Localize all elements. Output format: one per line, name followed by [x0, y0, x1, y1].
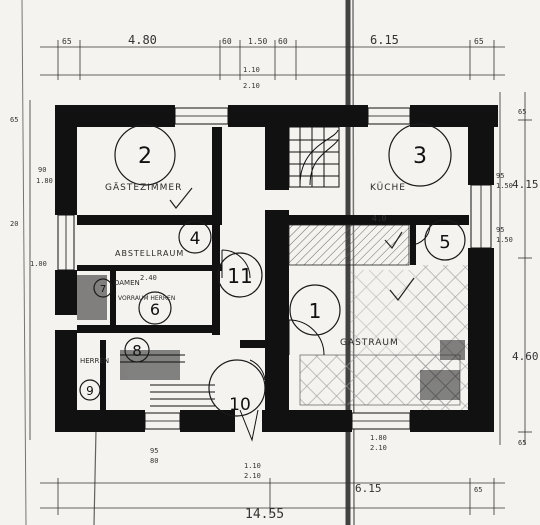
room-2-circle	[114, 124, 176, 186]
room-number: 4	[190, 229, 201, 249]
room-name: GASTRAUM	[340, 338, 399, 348]
room-numbers: 2 3 4 5 6 7 8 9 10 11 1	[86, 144, 451, 415]
room-name: DAMEN	[114, 279, 140, 287]
room-number: 3	[413, 144, 427, 169]
room-number: 7	[100, 284, 106, 295]
outer-walls	[55, 105, 498, 432]
dimension-label: 2.10	[370, 444, 387, 452]
dimension-label: 4.0	[372, 214, 387, 223]
dimension-label: 60	[222, 37, 232, 46]
room-4-circle	[178, 220, 212, 254]
dimension-label: 4.60	[512, 350, 539, 363]
room-11-circle	[217, 252, 263, 298]
dimension-label: 2.10	[244, 472, 261, 480]
doors	[221, 224, 431, 442]
room-number: 2	[138, 144, 152, 169]
dimension-labels: 65 4.80 60 1.50 60 6.15 65 1.10 2.10 65 …	[10, 33, 539, 522]
window-glazing	[65, 115, 482, 422]
dimension-label: 65	[518, 439, 526, 447]
dimension-label: 1.50	[496, 236, 513, 244]
dimension-label: 2.10	[243, 82, 260, 90]
dimension-label: 60	[278, 37, 288, 46]
dimension-label: 20	[10, 220, 18, 228]
dimension-label: 65	[62, 37, 72, 46]
room-name: HERREN	[80, 357, 109, 365]
room-9-circle	[79, 379, 101, 401]
check-marks	[169, 187, 415, 301]
room-5-circle	[424, 219, 466, 261]
dimension-label: 1.80	[36, 177, 53, 185]
dimension-label: 1.50	[496, 182, 513, 190]
dimension-label: 95	[496, 172, 504, 180]
room-name: ABSTELLRAUM	[115, 249, 184, 258]
dimension-label: 90	[38, 166, 46, 174]
staircase	[288, 126, 340, 188]
dimension-label: 1.80	[370, 434, 387, 442]
room-number: 11	[227, 264, 252, 288]
dimension-label: 95	[150, 447, 158, 455]
dimension-label: 2.40	[140, 274, 157, 282]
room-6-circle	[138, 291, 172, 325]
dimension-label: 65	[518, 108, 526, 116]
room-10-circle	[208, 359, 266, 417]
dimension-label: 14.55	[245, 507, 284, 522]
room-3-circle	[388, 123, 452, 187]
room-markers	[79, 123, 466, 417]
room-8-circle	[124, 337, 150, 363]
dimension-label: 95	[496, 226, 504, 234]
dimension-label: 6.15	[370, 33, 399, 47]
room-name: KÜCHE	[370, 182, 406, 193]
dimension-label: 65	[10, 116, 18, 124]
dimension-label: 65	[474, 486, 482, 494]
room-number: 1	[309, 299, 322, 323]
dimension-label: 80	[150, 457, 158, 465]
dimension-label: 1.10	[243, 66, 260, 74]
room-number: 10	[229, 395, 251, 415]
dimension-label: 4.15	[512, 178, 539, 191]
dimension-label: 4.80	[128, 33, 157, 47]
room-7-circle	[93, 278, 113, 298]
dimension-label: 1.10	[244, 462, 261, 470]
room-1-circle	[289, 284, 341, 336]
room-number: 6	[150, 300, 160, 319]
interior-walls	[77, 127, 469, 412]
room-number: 9	[86, 384, 94, 398]
dimension-label: 1.50	[248, 37, 267, 46]
dimension-lines	[29, 40, 532, 515]
room-name: GÄSTEZIMMER	[105, 182, 182, 193]
dimension-label: 65	[474, 37, 484, 46]
room-number: 8	[132, 342, 142, 360]
room-names: GÄSTEZIMMER KÜCHE ABSTELLRAUM VORRAUM HE…	[80, 182, 406, 365]
room-number: 5	[439, 232, 450, 253]
room-name: VORRAUM HERREN	[118, 295, 175, 302]
entry-steps	[120, 354, 215, 407]
dimension-label: 1.00	[30, 260, 47, 268]
dimension-label: 6.15	[355, 482, 382, 495]
